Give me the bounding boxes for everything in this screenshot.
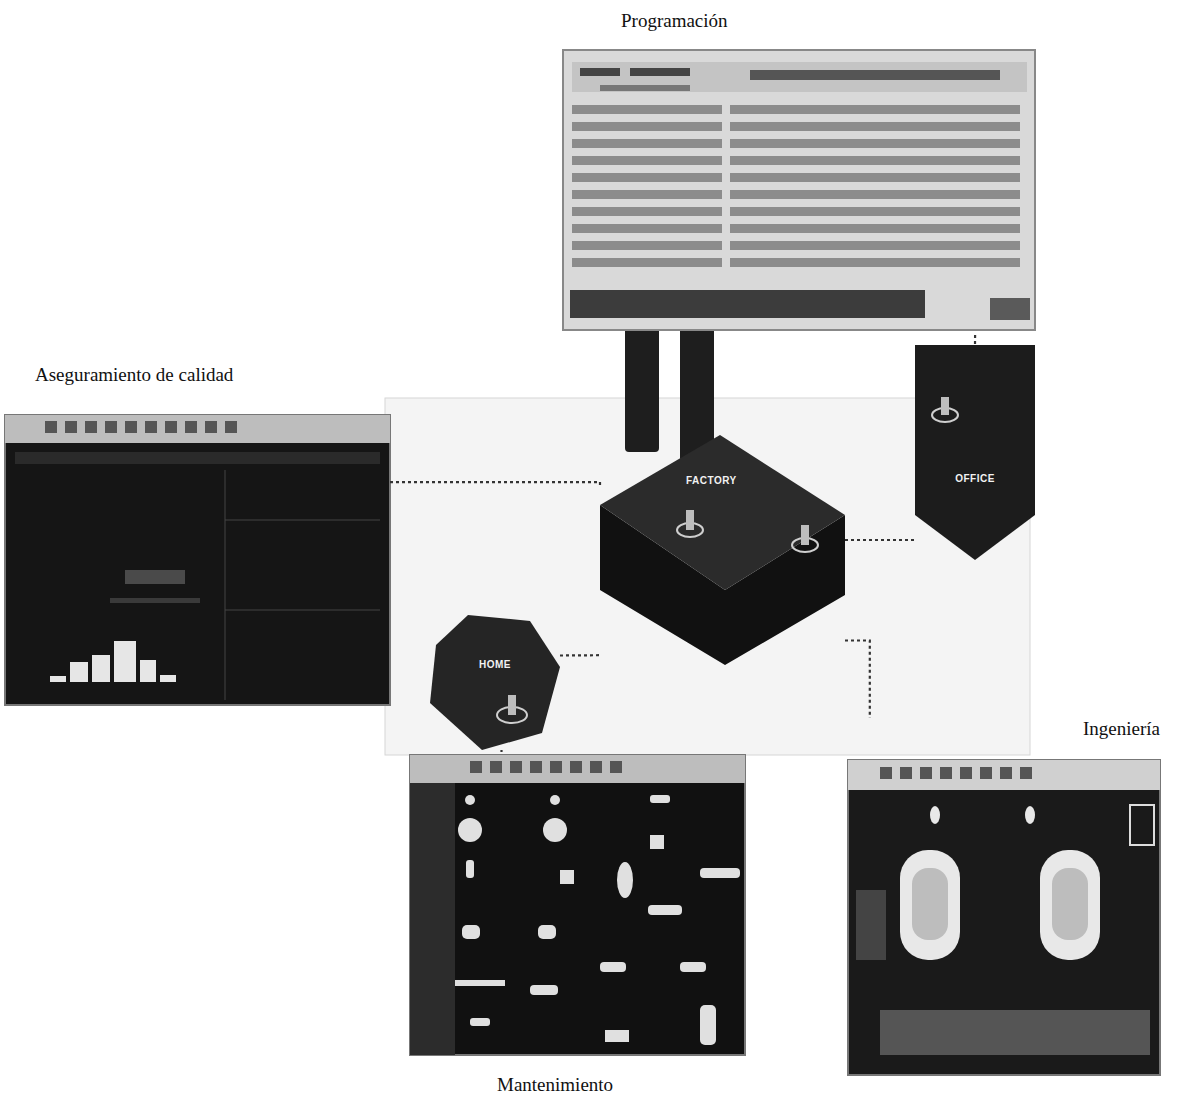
dotted-connector [974,335,976,345]
dotted-connector [845,539,915,541]
panel-heading: Aseguramiento de calidad [35,364,233,387]
dotted-connector [845,641,870,719]
home-building: HOME [430,615,560,750]
office-outline [915,345,1035,560]
factory-building: FACTORY [600,420,845,665]
scheduling-screenshot [563,50,1035,330]
engineering-screenshot [848,760,1160,1075]
building-label: FACTORY [686,475,737,487]
maintenance-panel: Mantenimiento [410,752,745,1097]
building-label: OFFICE [955,473,995,485]
dotted-connector [560,654,600,656]
building-label: HOME [479,659,511,671]
engineering-panel: Ingeniería [848,718,1160,1080]
factory-outline [600,420,845,665]
panel-heading: Mantenimiento [497,1074,613,1097]
maintenance-screenshot [410,755,745,1055]
panel-heading: Programación [621,10,728,33]
dotted-connector [500,750,502,752]
quality-screenshot [5,415,390,705]
home-outline [430,615,560,750]
panel-heading: Ingeniería [1083,718,1160,741]
office-building: OFFICE [915,345,1035,560]
scheduling-panel: Programación [563,10,1035,335]
dotted-connector [390,482,600,485]
quality-panel: Aseguramiento de calidad [5,362,390,705]
